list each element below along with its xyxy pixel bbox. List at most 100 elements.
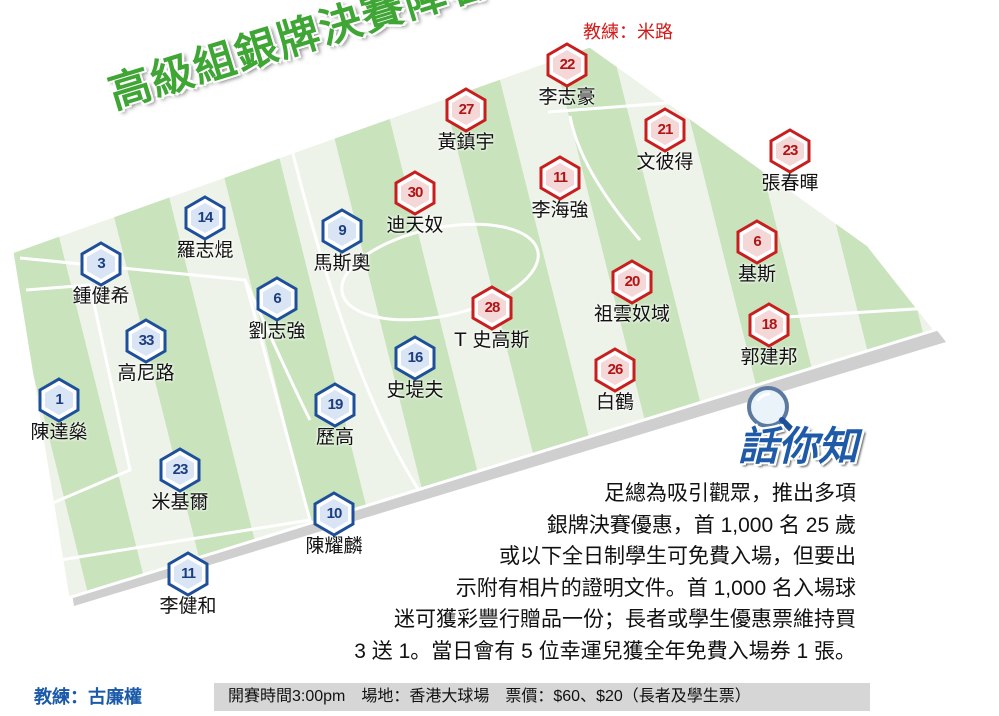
player-name: 歷高 xyxy=(315,426,354,448)
shirt-number: 6 xyxy=(273,290,281,307)
shirt-number: 28 xyxy=(484,299,501,316)
player-name: 張春暉 xyxy=(761,172,819,194)
player-name: 羅志焜 xyxy=(176,239,234,261)
info-line: 足總為吸引觀眾，推出多項 xyxy=(604,482,856,505)
player-name: 陳耀麟 xyxy=(305,535,363,557)
shirt-number: 11 xyxy=(553,169,568,186)
shirt-number: 22 xyxy=(559,56,576,73)
player-name: 迪天奴 xyxy=(386,214,444,236)
info-line: 迷可獲彩豐行贈品一份；長者或學生優惠票維持買 xyxy=(394,608,856,631)
player-name: 鍾健希 xyxy=(72,285,130,307)
shirt-number: 20 xyxy=(624,273,641,290)
red-shirt-badge: 22 xyxy=(544,42,590,88)
red-shirt-badge: 18 xyxy=(746,302,792,348)
red-player-20: 20 祖雲奴域 xyxy=(587,259,677,326)
player-name: 史堤夫 xyxy=(386,379,444,401)
shirt-number: 10 xyxy=(326,505,343,522)
red-player-21: 21 文彼得 xyxy=(620,107,710,174)
red-player-6: 6 基斯 xyxy=(712,219,802,286)
player-name: 白鶴 xyxy=(595,391,634,413)
shirt-number: 30 xyxy=(407,184,424,201)
shirt-number: 18 xyxy=(761,316,778,333)
pitch-border xyxy=(10,44,938,600)
red-shirt-badge: 28 xyxy=(469,285,515,331)
player-name: 文彼得 xyxy=(636,151,694,173)
player-name: 郭建邦 xyxy=(740,346,798,368)
blue-shirt-badge: 23 xyxy=(157,447,203,493)
red-shirt-badge: 30 xyxy=(392,170,438,216)
blue-shirt-badge: 6 xyxy=(254,276,300,322)
shirt-number: 6 xyxy=(753,233,761,250)
blue-shirt-badge: 19 xyxy=(312,382,358,428)
blue-player-23: 23 米基爾 xyxy=(135,447,225,514)
info-paragraph: 足總為吸引觀眾，推出多項 銀牌決賽優惠，首 1,000 名 25 歲 或以下全日… xyxy=(200,478,856,678)
blue-shirt-badge: 33 xyxy=(123,318,169,364)
blue-player-14: 14 羅志焜 xyxy=(160,195,250,262)
info-heading: 話你知 xyxy=(738,424,858,470)
red-shirt-badge: 27 xyxy=(443,87,489,133)
red-player-27: 27 黃鎮宇 xyxy=(421,87,511,154)
shirt-number: 23 xyxy=(782,142,799,159)
blue-player-3: 3 鍾健希 xyxy=(56,241,146,308)
shirt-number: 33 xyxy=(138,332,155,349)
shirt-number: 1 xyxy=(55,391,63,408)
match-info-bar: 開賽時間3:00pm 場地：香港大球場 票價：$60、$20（長者及學生票） xyxy=(214,683,870,711)
player-name: 李海強 xyxy=(531,199,589,221)
shirt-number: 26 xyxy=(607,361,624,378)
info-line: 或以下全日制學生可免費入場，但要出 xyxy=(499,545,856,568)
red-shirt-badge: 21 xyxy=(642,107,688,153)
shirt-number: 3 xyxy=(97,255,105,272)
blue-player-33: 33 高尼路 xyxy=(101,318,191,385)
red-player-30: 30 迪天奴 xyxy=(370,170,460,237)
blue-shirt-badge: 9 xyxy=(319,208,365,254)
red-player-11: 11 李海強 xyxy=(515,155,605,222)
red-shirt-badge: 23 xyxy=(767,128,813,174)
info-line: 示附有相片的證明文件。首 1,000 名入場球 xyxy=(455,576,856,600)
player-name: T 史高斯 xyxy=(454,329,530,351)
shirt-number: 14 xyxy=(197,209,214,226)
blue-player-1: 1 陳達燊 xyxy=(14,377,104,444)
blue-shirt-badge: 14 xyxy=(182,195,228,241)
red-shirt-badge: 26 xyxy=(592,347,638,393)
shirt-number: 11 xyxy=(181,565,196,582)
player-name: 馬斯奧 xyxy=(313,252,371,274)
red-player-18: 18 郭建邦 xyxy=(724,302,814,369)
red-player-28: 28 T 史高斯 xyxy=(447,285,537,352)
shirt-number: 16 xyxy=(407,349,424,366)
player-name: 李志豪 xyxy=(538,86,596,108)
player-name: 高尼路 xyxy=(117,362,175,384)
blue-player-9: 9 馬斯奧 xyxy=(297,208,387,275)
blue-shirt-badge: 3 xyxy=(78,241,124,287)
red-player-23: 23 張春暉 xyxy=(745,128,835,195)
player-name: 李健和 xyxy=(159,595,217,617)
blue-shirt-badge: 1 xyxy=(36,377,82,423)
info-line: 3 送 1。當日會有 5 位幸運兒獲全年免費入場券 1 張。 xyxy=(354,639,856,663)
red-shirt-badge: 11 xyxy=(537,155,583,201)
red-shirt-badge: 6 xyxy=(734,219,780,265)
blue-player-6: 6 劉志強 xyxy=(232,276,322,343)
player-name: 米基爾 xyxy=(151,491,209,513)
player-name: 黃鎮宇 xyxy=(437,131,495,153)
blue-shirt-badge: 11 xyxy=(165,551,211,597)
player-name: 陳達燊 xyxy=(30,421,88,443)
player-name: 基斯 xyxy=(737,263,776,285)
shirt-number: 19 xyxy=(327,396,344,413)
player-name: 劉志強 xyxy=(248,320,306,342)
blue-player-11: 11 李健和 xyxy=(143,551,233,618)
blue-team-coach: 教練：古廉權 xyxy=(34,687,142,708)
player-name: 祖雲奴域 xyxy=(593,303,670,325)
shirt-number: 9 xyxy=(338,222,346,239)
blue-shirt-badge: 16 xyxy=(392,335,438,381)
blue-player-16: 16 史堤夫 xyxy=(370,335,460,402)
red-shirt-badge: 20 xyxy=(609,259,655,305)
red-player-22: 22 李志豪 xyxy=(522,42,612,109)
shirt-number: 23 xyxy=(172,461,189,478)
magnifier-icon xyxy=(747,386,799,437)
blue-shirt-badge: 10 xyxy=(311,491,357,537)
red-player-26: 26 白鶴 xyxy=(570,347,660,414)
blue-player-19: 19 歷高 xyxy=(290,382,380,449)
blue-player-10: 10 陳耀麟 xyxy=(289,491,379,558)
shirt-number: 27 xyxy=(458,101,475,118)
shirt-number: 21 xyxy=(657,121,674,138)
